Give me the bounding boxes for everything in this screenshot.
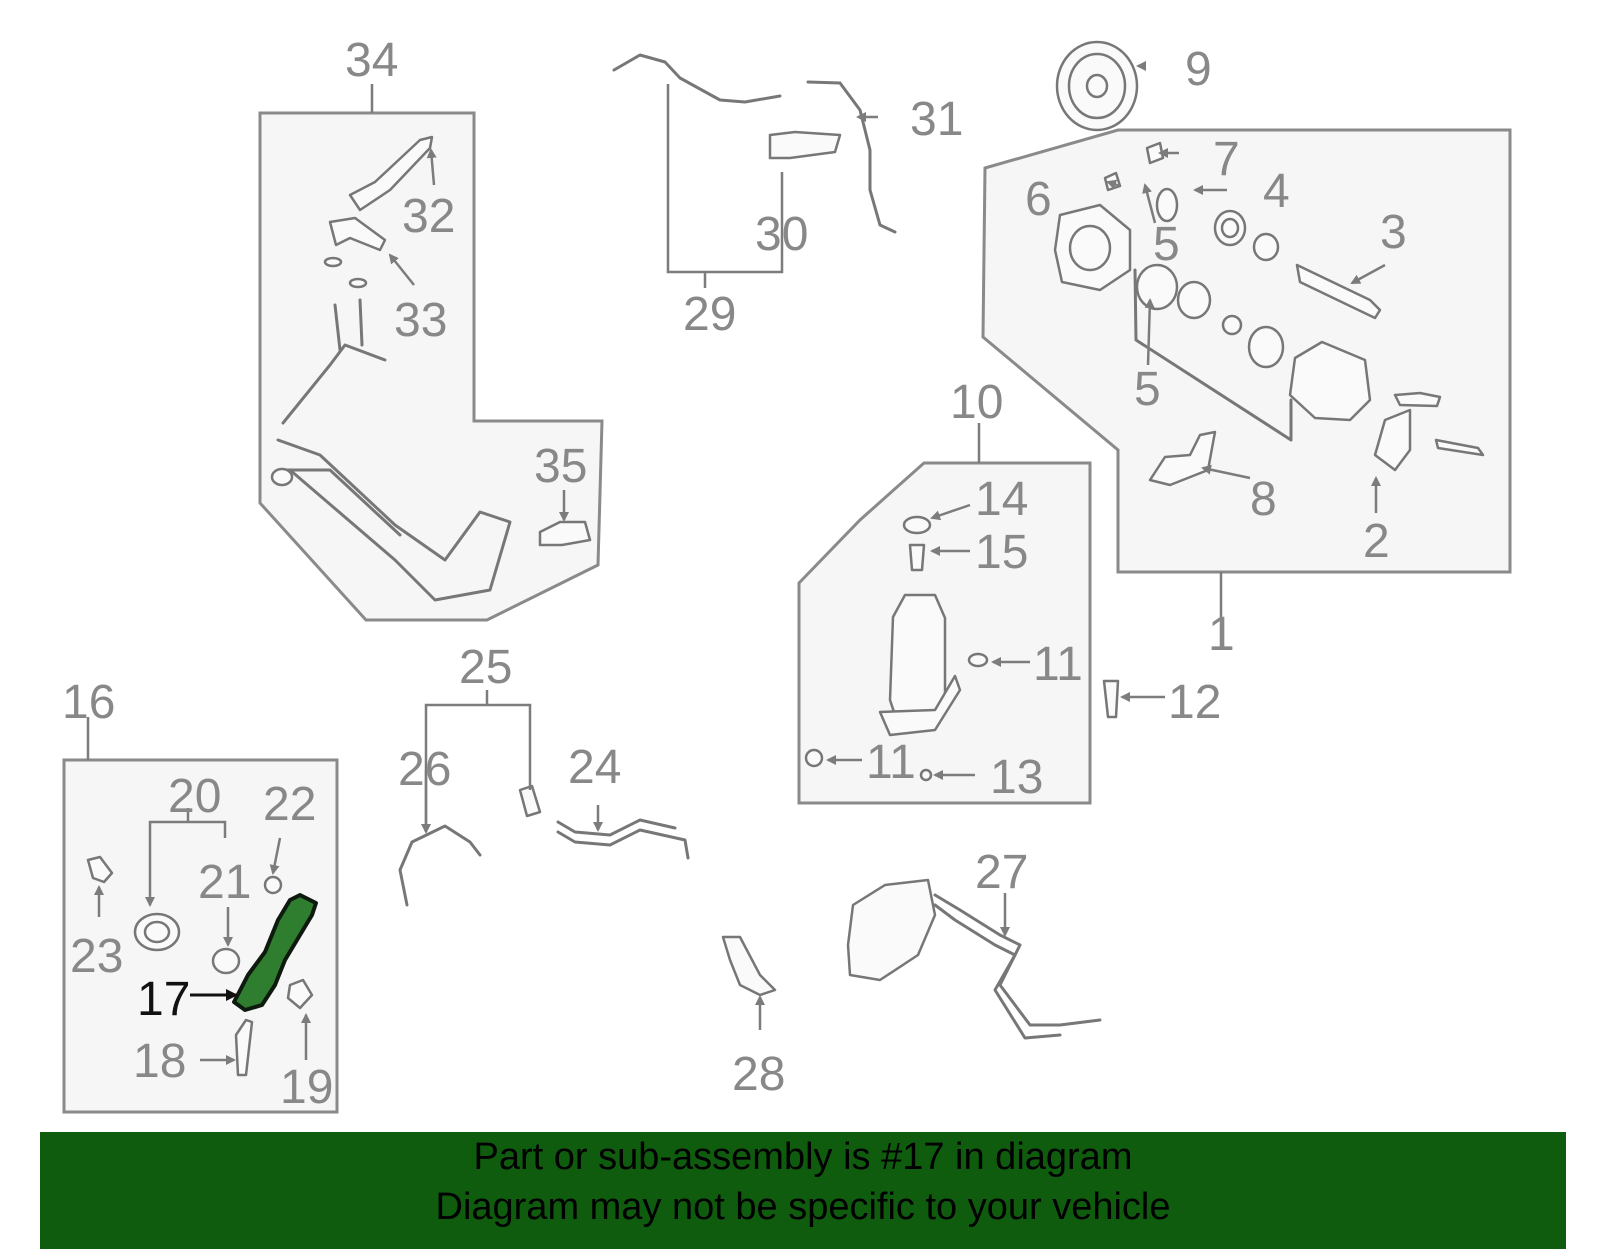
assembly-34-box [258,111,604,622]
label-6: 6 [1025,173,1052,226]
banner-line-1: Part or sub-assembly is #17 in diagram [473,1136,1133,1178]
label-9: 9 [1185,43,1212,96]
label-10: 10 [950,376,1003,429]
info-banner: Part or sub-assembly is #17 in diagram D… [40,1132,1566,1249]
label-31: 31 [910,93,963,146]
label-21: 21 [198,856,251,909]
label-34: 34 [345,34,398,87]
label-8: 8 [1250,473,1277,526]
label-22: 22 [263,778,316,831]
label-4: 4 [1263,165,1290,218]
label-11b: 11 [866,736,916,789]
assembly-16-box [62,758,339,1114]
label-12: 12 [1168,676,1221,729]
assembly-10-box [797,461,1092,805]
label-2: 2 [1363,515,1390,568]
part-labels: 34 32 33 35 16 20 22 21 23 17 18 19 25 2… [62,34,1407,1114]
label-32: 32 [402,190,455,243]
label-5b: 5 [1134,363,1161,416]
loose-parts [398,40,1139,1040]
label-26: 26 [398,743,451,796]
label-29: 29 [683,288,736,341]
label-14: 14 [975,473,1028,526]
label-23: 23 [70,930,123,983]
banner-line-2: Diagram may not be specific to your vehi… [435,1186,1171,1228]
label-5a: 5 [1153,218,1180,271]
label-27: 27 [975,846,1028,899]
label-3: 3 [1380,206,1407,259]
highlighted-part-17 [232,893,318,1012]
label-17: 17 [137,973,190,1026]
label-7: 7 [1213,133,1240,186]
label-1: 1 [1208,608,1235,661]
label-19: 19 [280,1061,333,1114]
label-30: 30 [755,208,808,261]
label-25: 25 [459,641,512,694]
label-18: 18 [133,1035,186,1088]
label-16: 16 [62,676,115,729]
label-20: 20 [168,770,221,823]
label-15: 15 [975,526,1028,579]
label-28: 28 [732,1048,785,1101]
label-33: 33 [394,294,447,347]
label-11a: 11 [1033,638,1083,691]
label-35: 35 [534,440,587,493]
leader-lines [86,61,1386,1065]
label-13: 13 [990,751,1043,804]
label-24: 24 [568,741,621,794]
